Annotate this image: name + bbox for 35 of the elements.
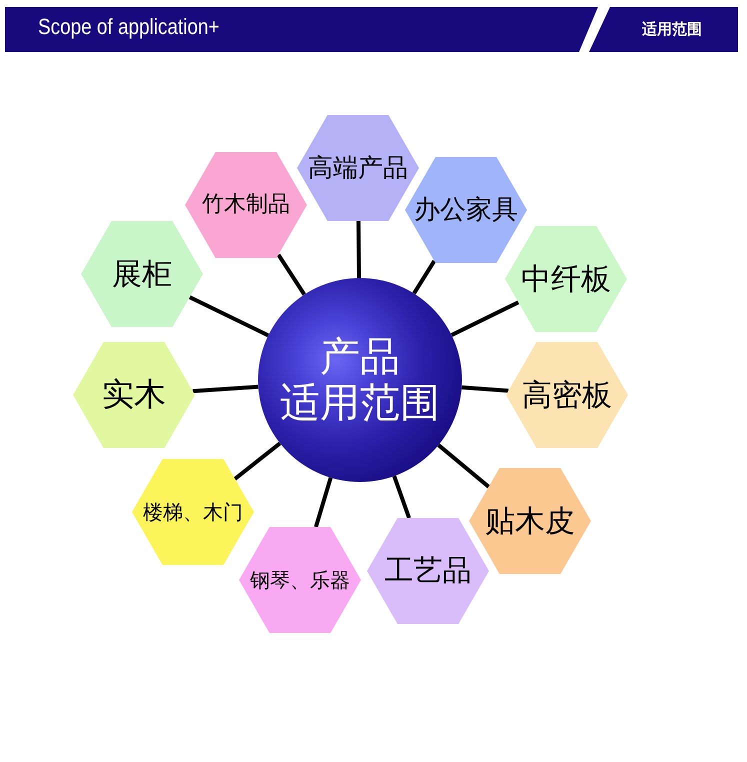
header-label: 适用范围 xyxy=(642,20,702,38)
hexagon xyxy=(81,221,203,327)
application-label: 竹木制品 xyxy=(202,192,290,218)
application-label: 钢琴、乐器 xyxy=(250,569,350,591)
application-label: 贴木皮 xyxy=(485,504,575,538)
hexagon xyxy=(185,152,307,258)
hexagon xyxy=(73,342,195,448)
connector-line xyxy=(234,442,282,480)
connector-line xyxy=(188,295,270,338)
application-label: 展柜 xyxy=(112,258,172,290)
application-label: 实木 xyxy=(102,377,166,413)
connector-line xyxy=(392,475,411,519)
connector-line xyxy=(462,385,509,393)
connector-line xyxy=(450,300,520,337)
application-label: 楼梯、木门 xyxy=(143,501,243,523)
hub-label: 适用范围 xyxy=(280,380,440,426)
hexagon xyxy=(506,342,628,448)
hub-label: 产品 xyxy=(320,334,400,380)
connector-line xyxy=(314,477,333,528)
connector-line xyxy=(192,384,258,394)
hexagon xyxy=(469,468,591,574)
application-label: 办公家具 xyxy=(414,196,518,224)
hexagon xyxy=(239,527,361,633)
connector-line xyxy=(412,260,436,294)
connector-line xyxy=(356,220,361,278)
hexagon xyxy=(405,157,527,263)
application-label: 中纤板 xyxy=(521,262,611,296)
title: Scope of application+ xyxy=(38,15,220,39)
connector-line xyxy=(437,444,490,488)
application-label: 工艺品 xyxy=(384,555,472,587)
connector-line xyxy=(276,254,306,296)
application-label: 高端产品 xyxy=(308,154,408,182)
hexagon xyxy=(505,226,627,332)
hexagon xyxy=(132,459,254,565)
application-label: 高密板 xyxy=(522,378,612,412)
